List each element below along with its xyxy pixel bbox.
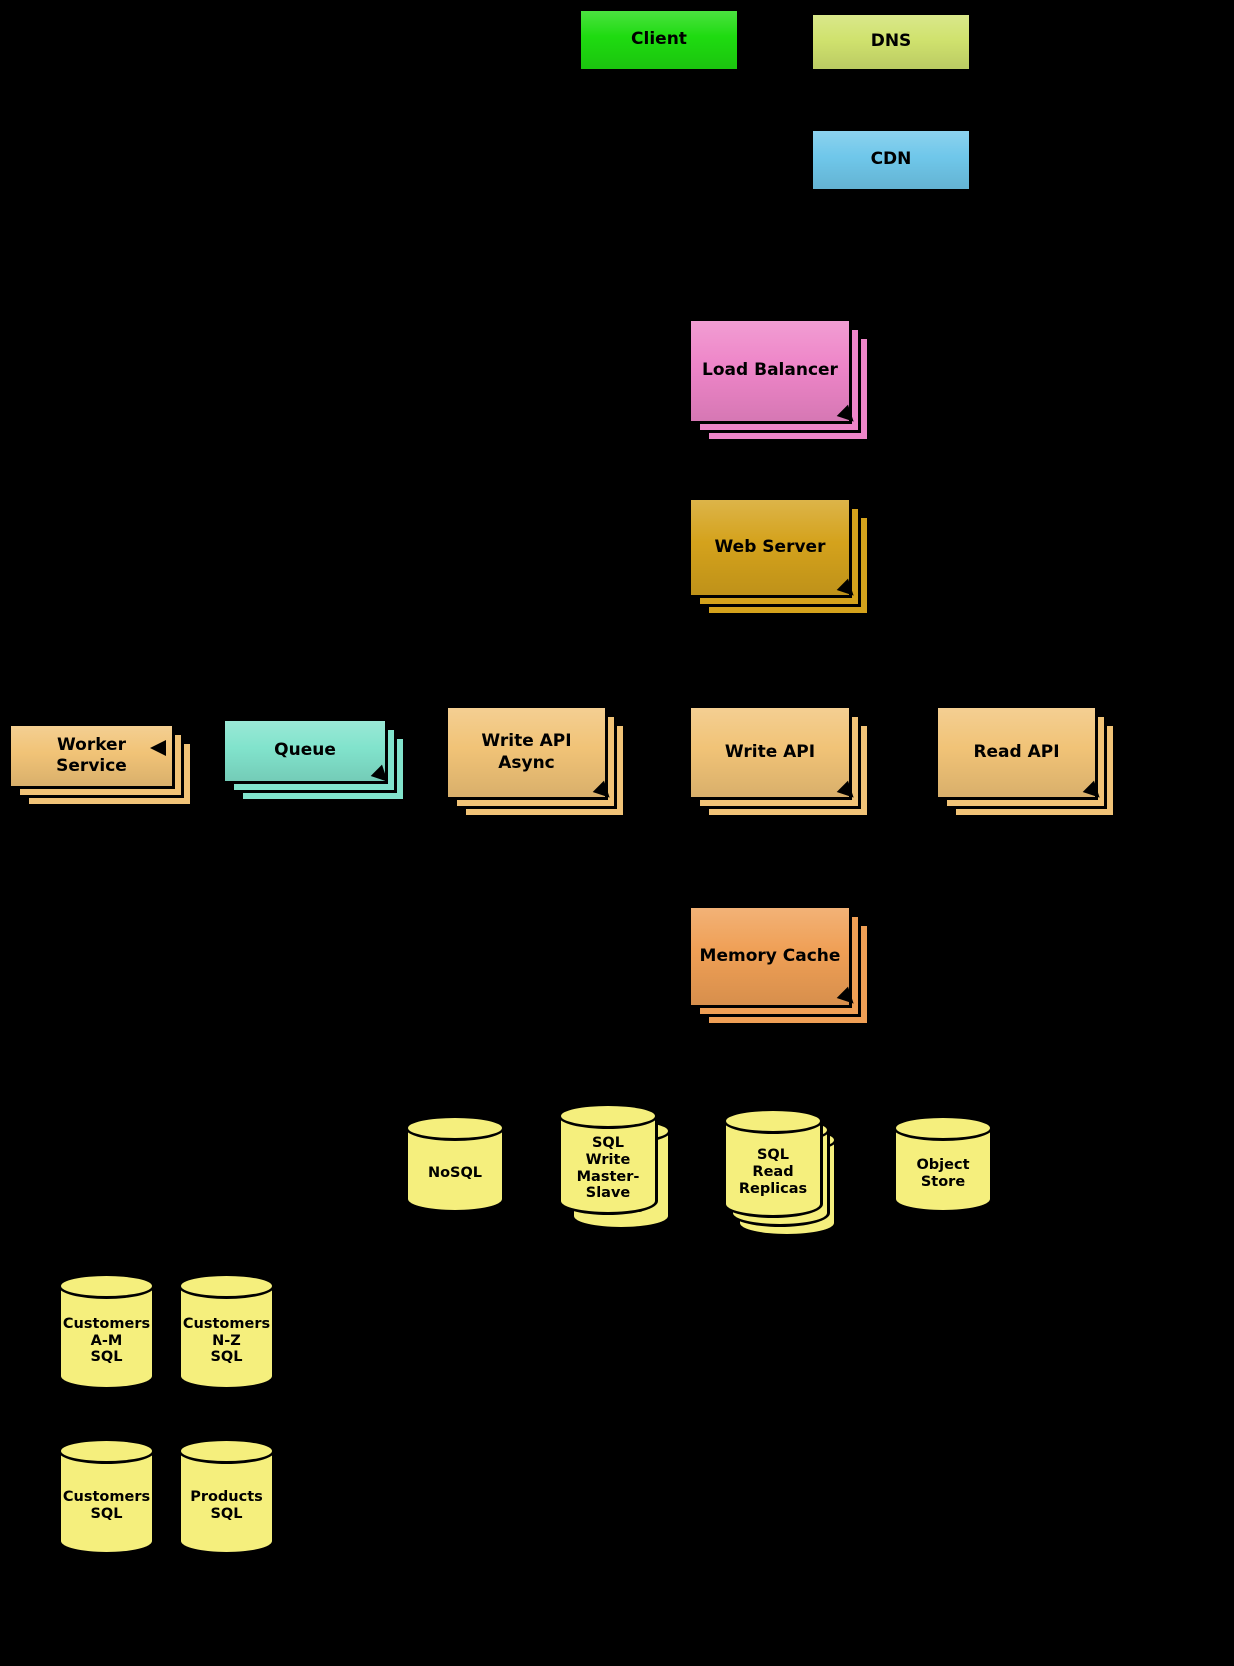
arrowhead-icon [150,740,166,756]
worker-service-box: Worker Service [8,723,175,789]
products-sql-cylinder: Products SQL [178,1438,275,1555]
write-api-async-box: Write API Async [445,705,608,800]
sql-write-master-slave-cylinder: SQL Write Master- Slave [558,1103,658,1215]
cylinder-body [58,1286,155,1390]
read-api-label: Read API [973,741,1060,762]
web-server-box: Web Server [688,497,852,598]
nosql-label: NoSQL [427,1165,483,1182]
client-node: Client [578,8,740,72]
web-server-label: Web Server [714,536,826,557]
cylinder-body [178,1286,275,1390]
customers-sql-node: Customers SQL [58,1438,155,1555]
write-api-box: Write API [688,705,852,800]
read-api-box: Read API [935,705,1098,800]
object-store-cylinder: Object Store [893,1115,993,1213]
cylinder-top [58,1273,155,1299]
cdn-box: CDN [810,128,972,192]
products-sql-label: Products SQL [190,1489,263,1522]
load-balancer-label: Load Balancer [702,360,838,381]
nosql-cylinder: NoSQL [405,1115,505,1213]
cylinder-top [405,1115,505,1141]
cylinder-body [558,1116,658,1215]
sql-read-replicas-label: SQL Read Replicas [738,1147,808,1197]
dns-box: DNS [810,12,972,72]
cylinder-body [178,1451,275,1555]
object-store-label: Object Store [916,1156,970,1190]
client-label: Client [631,29,687,50]
customers-sql-cylinder: Customers SQL [58,1438,155,1555]
cylinder-body [58,1451,155,1555]
cdn-label: CDN [870,149,912,170]
write-api-async-node: Write API Async [445,705,626,818]
worker-service-node: Worker Service [8,723,193,807]
load-balancer-box: Load Balancer [688,318,852,424]
customers-am-sql-cylinder: Customers A-M SQL [58,1273,155,1390]
customers-nz-sql-node: Customers N-Z SQL [178,1273,275,1390]
memory-cache-node: Memory Cache [688,905,870,1026]
write-api-node: Write API [688,705,870,818]
customers-nz-sql-label: Customers N-Z SQL [182,1315,271,1366]
client-box: Client [578,8,740,72]
cylinder-body [405,1128,505,1213]
cdn-node: CDN [810,128,972,192]
queue-label: Queue [274,740,336,761]
object-store-node: Object Store [893,1115,993,1213]
cylinder-top [893,1115,993,1141]
memory-cache-box: Memory Cache [688,905,852,1008]
write-api-async-label: Write API Async [481,731,572,773]
dns-label: DNS [870,31,912,52]
products-sql-node: Products SQL [178,1438,275,1555]
cylinder-body [893,1128,993,1213]
cylinder-body [723,1121,823,1218]
cylinder-top [178,1438,275,1464]
memory-cache-label: Memory Cache [699,945,841,966]
dns-node: DNS [810,12,972,72]
cylinder-top [178,1273,275,1299]
customers-sql-label: Customers SQL [62,1489,151,1522]
worker-service-label: Worker Service [56,734,127,776]
queue-box: Queue [222,718,388,784]
cylinder-top [58,1438,155,1464]
web-server-node: Web Server [688,497,870,616]
cylinder-top [723,1108,823,1134]
sql-read-replicas-node: SQL Read Replicas [723,1108,837,1237]
read-api-node: Read API [935,705,1116,818]
customers-am-sql-label: Customers A-M SQL [62,1315,151,1366]
customers-nz-sql-cylinder: Customers N-Z SQL [178,1273,275,1390]
customers-am-sql-node: Customers A-M SQL [58,1273,155,1390]
sql-write-master-slave-label: SQL Write Master- Slave [576,1135,640,1202]
write-api-label: Write API [724,741,816,762]
nosql-node: NoSQL [405,1115,505,1213]
sql-write-master-slave-node: SQL Write Master- Slave SQL Write Master… [558,1103,671,1230]
queue-node: Queue [222,718,406,802]
load-balancer-node: Load Balancer [688,318,870,442]
sql-read-replicas-cylinder: SQL Read Replicas [723,1108,823,1218]
cylinder-top [558,1103,658,1129]
